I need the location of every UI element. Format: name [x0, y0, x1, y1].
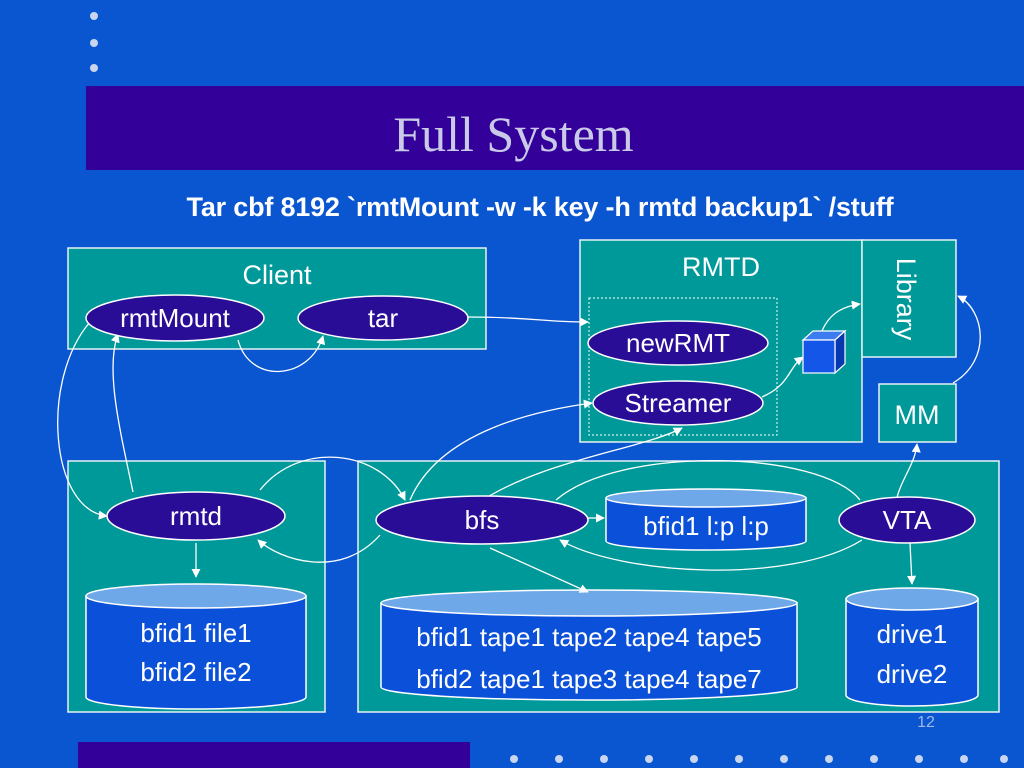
decor-dot	[90, 12, 98, 20]
rmtd-label: rmtd	[170, 501, 222, 531]
vta-to-bfs-arrow	[559, 539, 863, 571]
streamer-label: Streamer	[625, 388, 732, 418]
mm-label: MM	[895, 400, 940, 430]
rmtd-db-line-2: bfid2 file2	[140, 657, 251, 687]
rmt-process-group	[588, 297, 778, 436]
page-number: 12	[917, 714, 935, 731]
tape-cube-icon	[801, 329, 847, 375]
title-band	[86, 86, 1024, 170]
drive-db-line-2: drive2	[877, 659, 948, 689]
tape-db-line-1: bfid1 tape1 tape2 tape4 tape5	[416, 622, 762, 652]
cube-to-library-arrow	[821, 300, 861, 332]
rmtd-box-label: RMTD	[682, 252, 760, 282]
command-line: Tar cbf 8192 `rmtMount -w -k key -h rmtd…	[186, 192, 894, 222]
rmtd-db-line-1: bfid1 file1	[140, 618, 251, 648]
bfid-db-line: bfid1 l:p l:p	[643, 511, 769, 541]
bfs-to-streamer-return-arrow	[474, 427, 683, 506]
library-label: Library	[891, 258, 921, 341]
tar-label: tar	[368, 303, 399, 333]
mm-to-library-arrow	[952, 295, 981, 384]
streamer-to-cube-arrow	[761, 356, 804, 398]
vta-node: VTA	[838, 496, 976, 544]
vta-to-drive-db-arrow	[907, 542, 917, 585]
vta-label: VTA	[883, 505, 932, 535]
decor-dot	[645, 755, 653, 763]
bfs-to-tape-db-arrow	[489, 547, 589, 593]
decor-dot	[960, 755, 968, 763]
tar-node: tar	[297, 295, 469, 341]
rmtmount-node: rmtMount	[85, 294, 265, 342]
vta-to-mm-arrow	[895, 443, 921, 503]
decor-dot	[90, 64, 98, 72]
newrmt-node: newRMT	[587, 320, 769, 366]
decor-dot	[915, 755, 923, 763]
tape-database: bfid1 tape1 tape2 tape4 tape5 bfid2 tape…	[380, 589, 798, 701]
tape-db-line-2: bfid2 tape1 tape3 tape4 tape7	[416, 664, 762, 694]
rmtd-to-rmtmount-arrow	[110, 333, 134, 493]
rmtd-to-bfs-arrow	[259, 456, 406, 501]
decor-dot	[825, 755, 833, 763]
rmtd-node: rmtd	[106, 491, 286, 541]
decor-dot	[870, 755, 878, 763]
decor-dot	[735, 755, 743, 763]
decor-dot	[510, 755, 518, 763]
bfs-node: bfs	[375, 495, 589, 545]
decor-dot	[600, 755, 608, 763]
drive-db-line-1: drive1	[877, 619, 948, 649]
slide-title: Full System	[393, 106, 634, 162]
decor-dot	[780, 755, 788, 763]
newrmt-label: newRMT	[626, 328, 730, 358]
bfs-to-rmtd-arrow	[257, 534, 381, 563]
rmtmount-to-rmtd-arrow	[57, 321, 108, 520]
library-box	[861, 239, 957, 358]
streamer-node: Streamer	[592, 380, 764, 426]
connectors	[57, 295, 981, 593]
mm-box	[878, 383, 957, 443]
client-label: Client	[242, 260, 312, 290]
bfs-vta-loop-upper	[555, 459, 861, 501]
drive-database: drive1 drive2	[845, 587, 979, 707]
rmtmount-to-tar-arrow	[237, 335, 326, 373]
decor-dot	[1000, 755, 1008, 763]
decor-dot	[690, 755, 698, 763]
decor-dot	[555, 755, 563, 763]
rmtmount-label: rmtMount	[120, 303, 231, 333]
rmtd-database: bfid1 file1 bfid2 file2	[85, 583, 307, 710]
tar-to-newrmt-arrow	[467, 316, 589, 327]
footer-band	[78, 742, 470, 768]
bfs-label: bfs	[465, 505, 500, 535]
decor-dot	[90, 39, 98, 47]
bfs-to-streamer-arrow	[409, 399, 593, 501]
bfid-database: bfid1 l:p l:p	[605, 488, 807, 551]
